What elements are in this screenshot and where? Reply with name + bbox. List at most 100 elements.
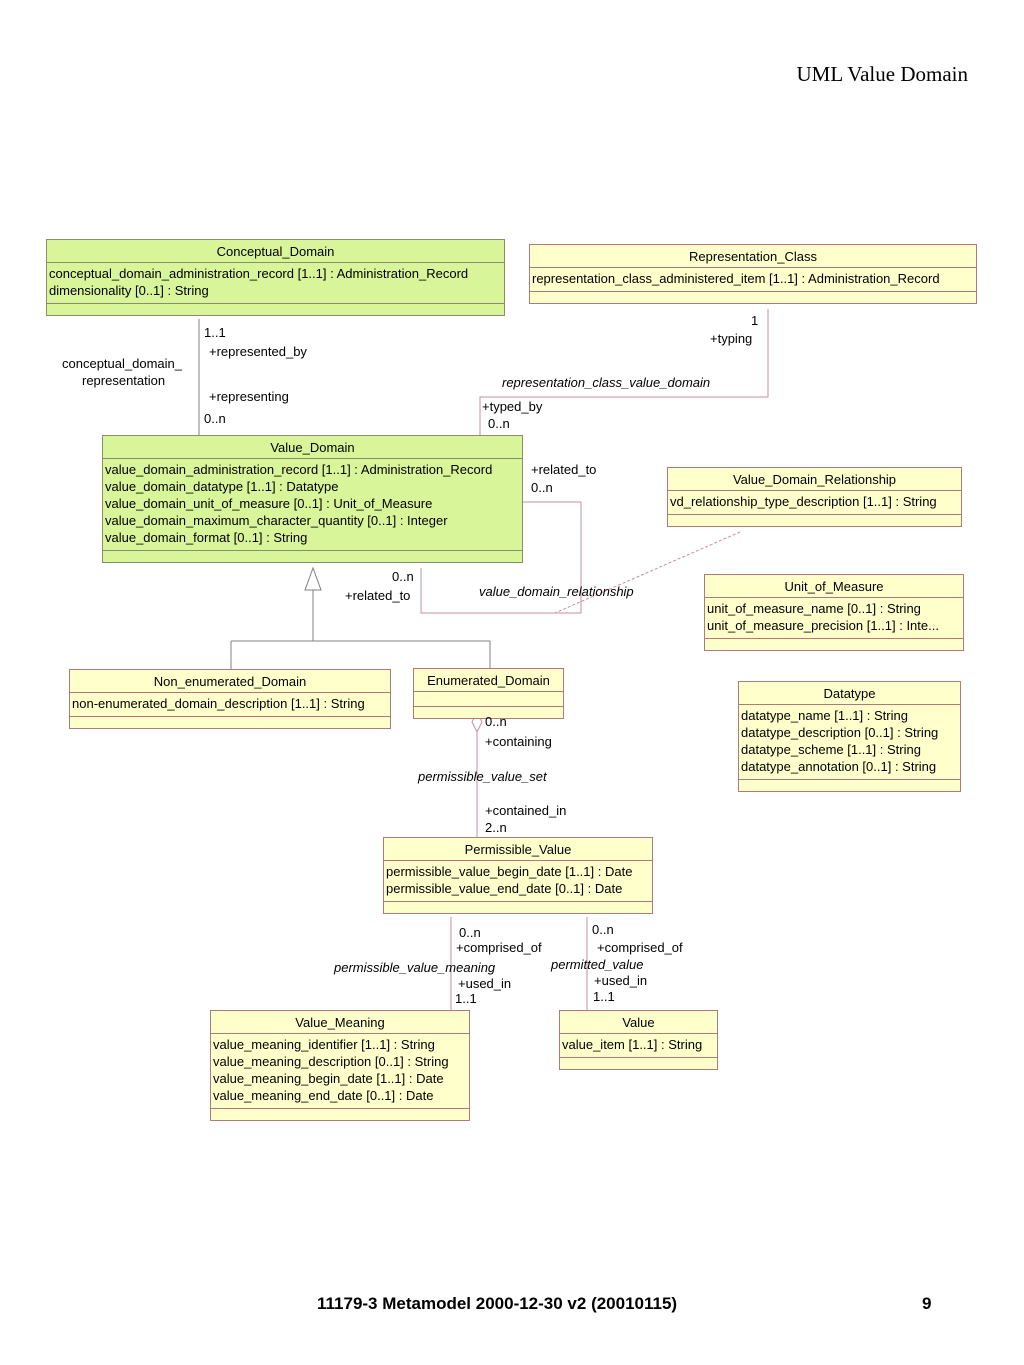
role-label: +represented_by: [209, 344, 307, 359]
class-name: Value_Domain: [103, 436, 522, 459]
association-name: permissible_value_set: [418, 769, 547, 784]
attribute: permissible_value_begin_date [1..1] : Da…: [386, 864, 633, 879]
attribute: unit_of_measure_precision [1..1] : Inte.…: [707, 618, 939, 633]
attribute: conceptual_domain_administration_record …: [49, 266, 469, 281]
rc-vd-association-line: [479, 309, 769, 436]
class-attributes: non-enumerated_domain_description [1..1]…: [70, 693, 390, 717]
multiplicity-label: 0..n: [459, 925, 481, 940]
class-value-domain-relationship: Value_Domain_Relationship vd_relationshi…: [667, 467, 962, 527]
attribute: datatype_name [1..1] : String: [741, 708, 908, 723]
attribute: value_meaning_description [0..1] : Strin…: [213, 1054, 449, 1069]
generalization-arrow: [304, 566, 322, 591]
class-operations: [739, 780, 960, 791]
class-operations: [560, 1058, 717, 1069]
page-number: 9: [922, 1294, 932, 1313]
multiplicity-label: 0..n: [392, 569, 414, 584]
class-name: Representation_Class: [530, 245, 976, 268]
attribute: unit_of_measure_name [0..1] : String: [707, 601, 921, 616]
class-attributes: [414, 692, 563, 707]
attribute: non-enumerated_domain_description [1..1]…: [72, 696, 365, 711]
class-name: Non_enumerated_Domain: [70, 670, 390, 693]
attribute: permissible_value_end_date [0..1] : Date: [386, 881, 623, 896]
class-operations: [70, 717, 390, 728]
class-operations: [705, 639, 963, 650]
multiplicity-label: 0..n: [204, 411, 226, 426]
class-enumerated-domain: Enumerated_Domain: [413, 668, 564, 719]
attribute: value_item [1..1] : String: [562, 1037, 703, 1052]
role-label: +used_in: [594, 973, 648, 988]
attribute: datatype_description [0..1] : String: [741, 725, 939, 740]
attribute: datatype_scheme [1..1] : String: [741, 742, 921, 757]
vd-self-relationship-line: [420, 501, 582, 614]
class-representation-class: Representation_Class representation_clas…: [529, 244, 977, 304]
class-datatype: Datatype datatype_name [1..1] : String d…: [738, 681, 961, 792]
multiplicity-label: 1: [751, 313, 759, 328]
multiplicity-label: 1..1: [593, 989, 615, 1004]
multiplicity-label: 2..n: [485, 820, 507, 835]
class-attributes: value_item [1..1] : String: [560, 1034, 717, 1058]
class-name: Value_Meaning: [211, 1011, 469, 1034]
class-attributes: permissible_value_begin_date [1..1] : Da…: [384, 861, 652, 902]
role-label: +used_in: [458, 976, 512, 991]
class-attributes: conceptual_domain_administration_record …: [47, 263, 504, 304]
class-attributes: datatype_name [1..1] : String datatype_d…: [739, 705, 960, 780]
attribute: value_domain_format [0..1] : String: [105, 530, 308, 545]
class-name: Permissible_Value: [384, 838, 652, 861]
multiplicity-label: 0..n: [485, 714, 507, 729]
association-name: representation_class_value_domain: [502, 375, 711, 390]
role-label: +representing: [209, 389, 289, 404]
attribute: dimensionality [0..1] : String: [49, 283, 209, 298]
class-non-enumerated-domain: Non_enumerated_Domain non-enumerated_dom…: [69, 669, 391, 729]
multiplicity-label: 1..1: [455, 991, 477, 1006]
attribute: value_domain_datatype [1..1] : Datatype: [105, 479, 339, 494]
class-value: Value value_item [1..1] : String: [559, 1010, 718, 1070]
class-name: Conceptual_Domain: [47, 240, 504, 263]
class-permissible-value: Permissible_Value permissible_value_begi…: [383, 837, 653, 914]
attribute: vd_relationship_type_description [1..1] …: [670, 494, 937, 509]
class-conceptual-domain: Conceptual_Domain conceptual_domain_admi…: [46, 239, 505, 316]
association-name: permissible_value_meaning: [334, 960, 496, 975]
role-label: +contained_in: [485, 803, 567, 818]
association-name: permitted_value: [551, 957, 644, 972]
class-operations: [668, 515, 961, 526]
vdr-association-class-link: [554, 531, 741, 614]
role-label: +typed_by: [482, 399, 543, 414]
multiplicity-label: 0..n: [531, 480, 553, 495]
class-operations: [47, 304, 504, 315]
class-name: Enumerated_Domain: [414, 669, 563, 692]
class-operations: [103, 551, 522, 562]
class-operations: [211, 1109, 469, 1120]
attribute: value_domain_unit_of_measure [0..1] : Un…: [105, 496, 433, 511]
association-name: conceptual_domain_: [62, 356, 182, 371]
attribute: value_domain_maximum_character_quantity …: [105, 513, 448, 528]
class-name: Value: [560, 1011, 717, 1034]
attribute: datatype_annotation [0..1] : String: [741, 759, 937, 774]
class-attributes: unit_of_measure_name [0..1] : String uni…: [705, 598, 963, 639]
class-name: Value_Domain_Relationship: [668, 468, 961, 491]
class-operations: [530, 292, 976, 303]
class-name: Datatype: [739, 682, 960, 705]
multiplicity-label: 1..1: [204, 325, 226, 340]
class-value-domain: Value_Domain value_domain_administration…: [102, 435, 523, 563]
role-label: +comprised_of: [456, 940, 542, 955]
attribute: value_domain_administration_record [1..1…: [105, 462, 493, 477]
class-unit-of-measure: Unit_of_Measure unit_of_measure_name [0.…: [704, 574, 964, 651]
multiplicity-label: 0..n: [592, 922, 614, 937]
multiplicity-label: 0..n: [488, 416, 510, 431]
attribute: representation_class_administered_item […: [532, 271, 940, 286]
class-attributes: representation_class_administered_item […: [530, 268, 976, 292]
class-operations: [384, 902, 652, 913]
role-label: +related_to: [345, 588, 411, 603]
association-name: representation: [82, 373, 166, 388]
association-name: value_domain_relationship: [479, 584, 634, 599]
class-attributes: value_domain_administration_record [1..1…: [103, 459, 522, 551]
class-name: Unit_of_Measure: [705, 575, 963, 598]
footer-text: 11179-3 Metamodel 2000-12-30 v2 (2001011…: [317, 1294, 678, 1313]
role-label: +containing: [485, 734, 552, 749]
role-label: +comprised_of: [597, 940, 683, 955]
class-attributes: vd_relationship_type_description [1..1] …: [668, 491, 961, 515]
class-attributes: value_meaning_identifier [1..1] : String…: [211, 1034, 469, 1109]
page-title: UML Value Domain: [796, 62, 968, 86]
role-label: +typing: [710, 331, 753, 346]
